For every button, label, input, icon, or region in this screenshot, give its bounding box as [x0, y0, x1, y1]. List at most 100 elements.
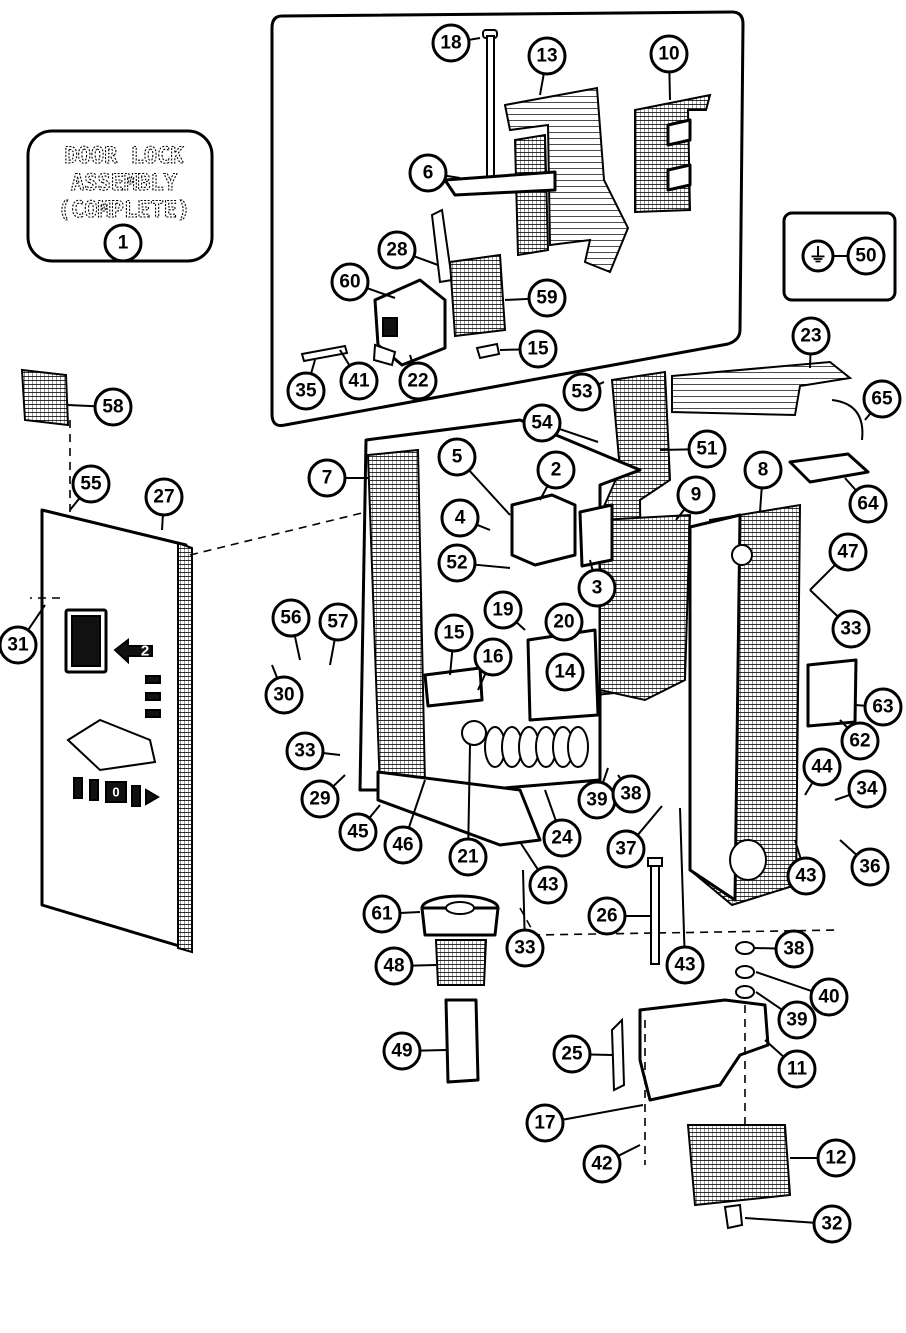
callout-bubble	[518, 329, 558, 369]
callout-number: 22	[407, 371, 428, 392]
callout-leader-line	[413, 255, 439, 266]
callout-number: 51	[696, 439, 718, 460]
callout-40: 40	[755, 971, 849, 1017]
callout-number: 28	[386, 240, 407, 261]
callout-29: 29	[300, 774, 346, 819]
callout-8: 8	[743, 450, 783, 513]
callout-38: 38	[754, 929, 814, 969]
callout-number: 43	[795, 866, 816, 887]
callout-bubble	[398, 361, 438, 401]
callout-45: 45	[338, 804, 381, 852]
callout-leader-line	[589, 1053, 613, 1056]
callout-bubble	[144, 477, 184, 517]
callout-bubble	[330, 262, 370, 302]
callout-62: 62	[839, 719, 880, 761]
callout-leader-line	[329, 639, 336, 666]
callout-leader-line	[539, 485, 549, 501]
callout-bubble	[437, 437, 477, 477]
lower-parts	[420, 857, 792, 1230]
callout-number: 20	[553, 612, 574, 633]
title-line-2: ASSEMBLY	[71, 171, 178, 196]
title-line-1: DOOR LOCK	[64, 144, 184, 169]
callout-4: 4	[440, 498, 491, 538]
callout-number: 33	[840, 619, 861, 640]
callout-number: 24	[551, 828, 573, 849]
callout-leader-line	[27, 604, 46, 631]
callout-52: 52	[437, 543, 511, 583]
callout-bubble	[777, 1000, 817, 1040]
callout-leader-line	[474, 563, 511, 569]
callout-44: 44	[802, 747, 842, 796]
callout-43: 43	[665, 807, 705, 985]
callout-number: 25	[561, 1044, 583, 1065]
ground-box: ⏚ 50	[782, 211, 897, 302]
callout-bubble	[527, 278, 567, 318]
callout-bubble	[339, 361, 379, 401]
callout-number: 33	[294, 741, 315, 762]
callout-number: 7	[322, 468, 333, 489]
callout-25: 25	[552, 1034, 613, 1074]
callout-leader-line	[476, 523, 491, 531]
callout-bubble	[847, 769, 887, 809]
callout-33: 33	[285, 731, 341, 771]
callout-bubble	[777, 1049, 817, 1089]
callout-leader-line	[764, 1039, 785, 1058]
callout-bubble	[812, 1204, 852, 1244]
callout-number: 10	[658, 44, 679, 65]
callout-bubble	[264, 675, 304, 715]
callout-number: 43	[674, 955, 695, 976]
callout-number: 26	[596, 906, 617, 927]
callout-number: 52	[446, 553, 467, 574]
callout-53: 53	[562, 372, 605, 412]
callout-49: 49	[382, 1031, 447, 1071]
callout-bubble	[587, 896, 627, 936]
callout-16: 16	[473, 637, 513, 691]
callout-38: 38	[611, 774, 651, 814]
callout-leader-line	[668, 71, 671, 101]
callout-27: 27	[144, 477, 184, 531]
callout-bubble	[562, 372, 602, 412]
callout-number: 33	[514, 938, 535, 959]
callout-bubble	[816, 1138, 856, 1178]
door-panel-sequence-label: 0	[112, 785, 119, 800]
callout-bubble	[271, 598, 311, 638]
callout-leader-line	[271, 664, 279, 679]
callout-bubble	[831, 609, 871, 649]
callout-leader-line	[419, 1049, 447, 1052]
callout-leader-line	[407, 779, 426, 829]
callout-number: 16	[482, 647, 503, 668]
callout-58: 58	[67, 387, 133, 427]
title-box: DOOR LOCK ASSEMBLY (COMPLETE) 1	[26, 129, 214, 263]
callout-2: 2	[536, 450, 576, 501]
callout-64: 64	[844, 477, 888, 524]
callout-leader-line	[310, 359, 316, 374]
callout-bubble	[552, 1034, 592, 1074]
callout-19: 19	[483, 590, 526, 631]
callout-59: 59	[504, 278, 567, 318]
callout-37: 37	[606, 805, 663, 869]
subassembly-frame	[270, 10, 745, 427]
callout-number: 60	[339, 272, 360, 293]
callout-leader-line	[589, 559, 594, 571]
callout-42: 42	[582, 1144, 641, 1184]
callout-11: 11	[764, 1039, 817, 1089]
callout-number: 56	[280, 608, 301, 629]
callout-10: 10	[649, 34, 689, 101]
callout-36: 36	[839, 839, 890, 887]
callout-43: 43	[519, 841, 568, 905]
callout-number: 30	[273, 685, 294, 706]
callout-leader-line	[477, 672, 487, 691]
callout-number: 48	[383, 956, 404, 977]
callout-24: 24	[542, 789, 582, 858]
callout-number: 2	[551, 460, 562, 481]
ground-symbol-icon: ⏚	[808, 245, 827, 267]
callout-bubble	[544, 602, 584, 642]
callout-bubble	[577, 568, 617, 608]
callout-leader-line	[322, 752, 341, 756]
callout-bubble	[307, 458, 347, 498]
callout-leader-line	[744, 1217, 815, 1224]
callout-bubble	[338, 812, 378, 852]
callout-number: 61	[371, 904, 393, 925]
callout-leader-line	[755, 971, 813, 993]
